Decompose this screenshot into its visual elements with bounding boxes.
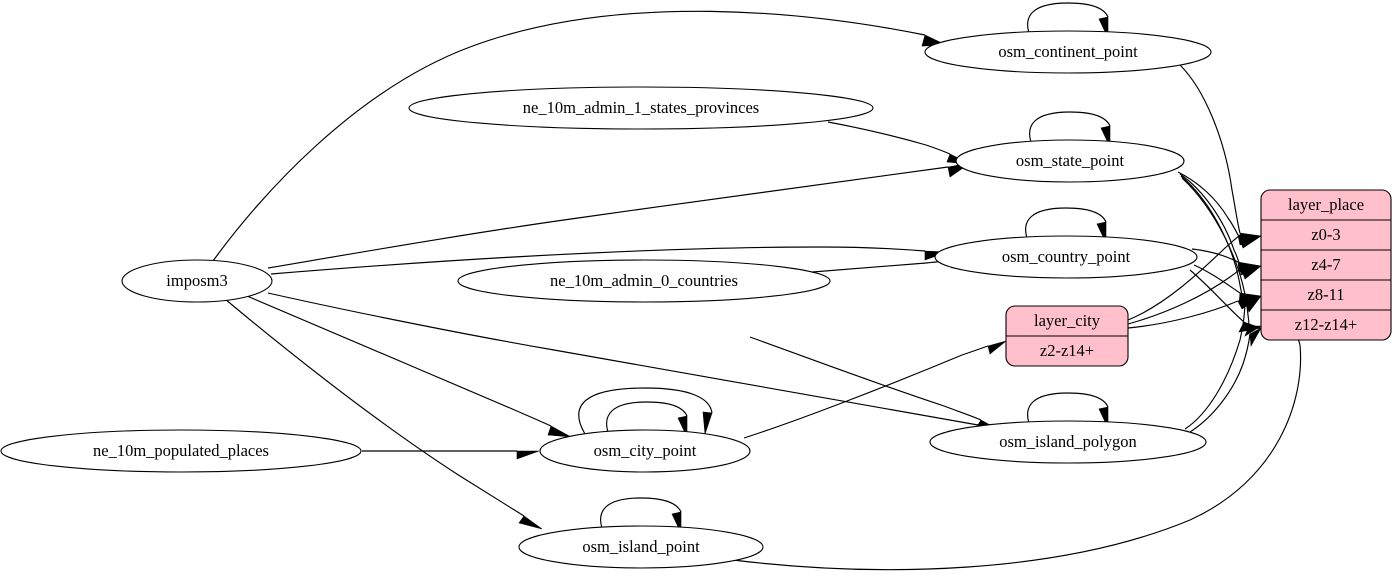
node-ne-10m-admin-1-states-provinces[interactable]: ne_10m_admin_1_states_provinces <box>408 86 874 130</box>
edge-imposm3-to-osm-continent-point <box>212 10 947 262</box>
edge-self-loop-outer-osm-city-point <box>578 387 713 435</box>
edge-imposm3-to-osm-island-point <box>224 298 543 530</box>
node-ne-10m-populated-places[interactable]: ne_10m_populated_places <box>0 429 362 473</box>
edge-imposm3-to-osm-island-polygon <box>267 292 1000 437</box>
edge-layer-city-to-layer-place-z4-7 <box>1127 265 1262 325</box>
edge-layer-city-to-layer-place-z0-3 <box>1127 235 1262 321</box>
node-osm-island-polygon[interactable]: osm_island_polygon <box>929 420 1207 464</box>
node-layer: imposm3 ne_10m_admin_1_states_provinces … <box>0 30 1212 569</box>
node-osm-country-point[interactable]: osm_country_point <box>934 235 1198 279</box>
node-imposm3[interactable]: imposm3 <box>121 259 273 303</box>
edge-imposm3-to-osm-state-point <box>267 162 971 269</box>
edge-imposm3-to-osm-city-point <box>246 295 572 438</box>
node-osm-city-point[interactable]: osm_city_point <box>539 429 751 473</box>
edge-osm-island-polygon-to-layer-place-z12 <box>1189 327 1262 433</box>
edge-layer-city-to-layer-place-z8-11 <box>1127 295 1262 329</box>
node-ne-10m-admin-0-countries[interactable]: ne_10m_admin_0_countries <box>457 259 831 303</box>
edge-osm-continent-point-to-layer-place-z0-3 <box>1179 64 1263 245</box>
edge-layer-city-to-osm-island-polygon <box>749 336 1000 431</box>
record-node-layer-city[interactable]: layer_city z2-z14+ <box>1005 305 1129 367</box>
edge-ne-populated-places-to-osm-city-point <box>362 450 540 460</box>
node-osm-island-point[interactable]: osm_island_point <box>518 525 764 569</box>
edge-osm-island-polygon-to-layer-place-z8-11 <box>1184 295 1262 430</box>
node-osm-continent-point[interactable]: osm_continent_point <box>924 30 1212 74</box>
edge-ne-admin-1-to-osm-state-point <box>827 121 971 165</box>
record-node-layer-place[interactable]: layer_place z0-3 z4-7 z8-11 z12-z14+ <box>1260 189 1392 341</box>
edge-osm-city-point-to-layer-city-z2 <box>743 340 1007 439</box>
node-osm-state-point[interactable]: osm_state_point <box>955 139 1185 183</box>
